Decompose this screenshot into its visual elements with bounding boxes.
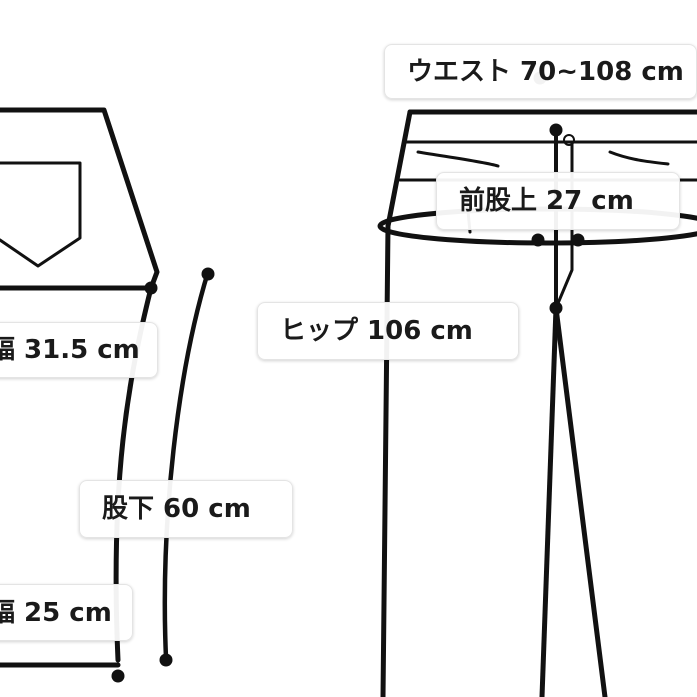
hip-right-dot: [571, 233, 585, 247]
inseam-guide: [162, 269, 211, 661]
front-rise-label-text: 前股上 27 cm: [459, 186, 634, 216]
front-rise-top-dot: [549, 123, 563, 137]
inseam-top-dot: [201, 267, 215, 281]
front-rise-label: 前股上 27 cm: [436, 172, 680, 230]
thigh-label-text: 幅 31.5 cm: [0, 335, 140, 365]
hip-label-text: ヒップ 106 cm: [280, 316, 473, 346]
hem-label: 幅 25 cm: [0, 584, 133, 641]
waist-label: ウエスト 70~108 cm: [384, 44, 697, 99]
thigh-label: 幅 31.5 cm: [0, 322, 158, 378]
hip-left-dot: [531, 233, 545, 247]
inseam-label-text: 股下 60 cm: [102, 494, 251, 524]
waist-button: [563, 134, 575, 146]
hem-label-text: 幅 25 cm: [0, 597, 112, 628]
back-pocket: [0, 161, 82, 268]
front-inner-leg-left: [539, 305, 559, 697]
hip-label: ヒップ 106 cm: [257, 302, 519, 360]
front-rise-bottom-dot: [549, 301, 563, 315]
inseam-label: 股下 60 cm: [79, 480, 293, 538]
front-outer-leg: [380, 109, 413, 697]
waist-label-text: ウエスト 70~108 cm: [407, 56, 684, 87]
thigh-point-dot: [144, 281, 158, 295]
front-inner-leg-right: [553, 305, 608, 697]
left-pocket-curve: [416, 150, 500, 168]
front-view-pants: [380, 109, 697, 697]
right-pocket-curve: [608, 150, 670, 166]
inseam-bottom-dot: [159, 653, 173, 667]
hem-point-dot: [111, 669, 125, 683]
